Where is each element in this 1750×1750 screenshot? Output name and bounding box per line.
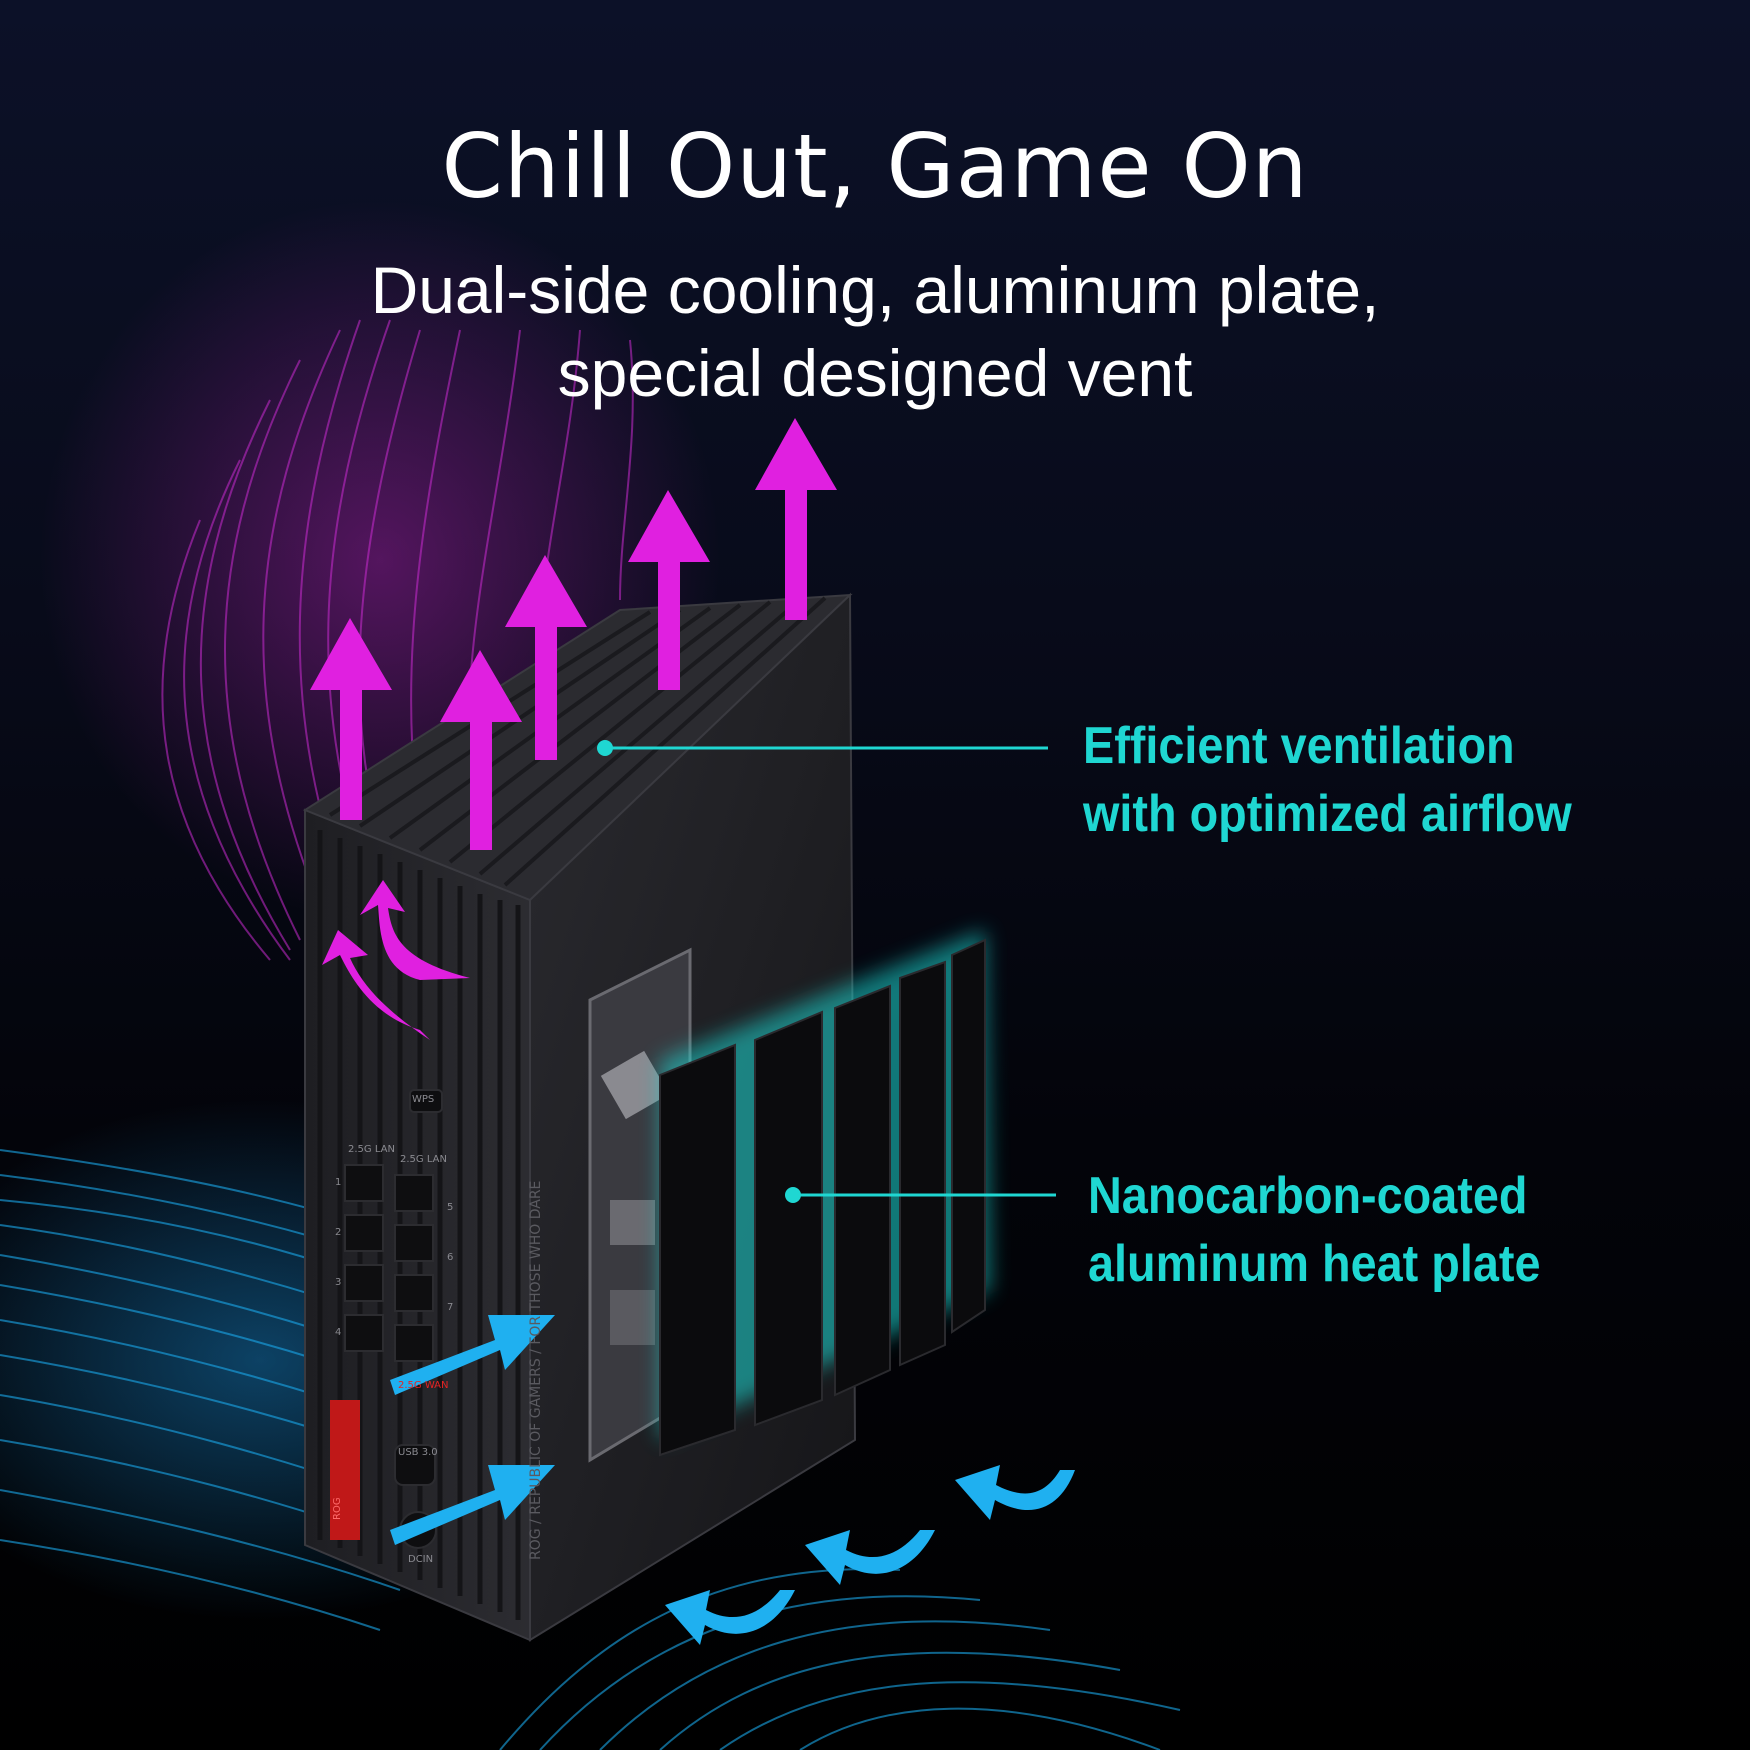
port-number-6: 6 [447,1252,453,1263]
usb-label: USB 3.0 [398,1447,438,1458]
wps-label: WPS [412,1094,434,1105]
subheadline-line-1: Dual-side cooling, aluminum plate, [370,253,1380,327]
callout-heat-plate-line-1: Nanocarbon-coated [1088,1167,1528,1225]
callout-ventilation-line-2: with optimized airflow [1083,785,1572,843]
callout-heat-plate: Nanocarbon-coated aluminum heat plate [1088,1162,1540,1298]
hot-air-arrows [310,418,837,1040]
callout-leader-heat-plate [785,1187,1056,1203]
lan-label-b: 2.5G LAN [400,1154,447,1165]
heat-plate [659,930,990,1457]
rog-red-strip [330,1400,360,1540]
callout-ventilation-line-1: Efficient ventilation [1083,717,1515,775]
callout-heat-plate-line-2: aluminum heat plate [1088,1235,1541,1293]
dcin-label: DCIN [408,1554,433,1565]
callout-ventilation: Efficient ventilation with optimized air… [1083,712,1572,848]
rog-logo-text: ROG [332,1497,343,1520]
cool-air-arrows [390,1315,1075,1645]
port-number-2: 2 [335,1227,341,1238]
side-slogan: ROG / REPUBLIC OF GAMERS / FOR THOSE WHO… [528,1181,544,1560]
port-number-4: 4 [335,1327,341,1338]
port-number-1: 1 [335,1177,341,1188]
cool-air-streaks [0,1149,1181,1750]
router-chassis [302,592,990,1642]
wan-label: 2.5G WAN [398,1380,449,1391]
subheadline-line-2: special designed vent [557,336,1193,410]
port-number-3: 3 [335,1277,341,1288]
port-number-7: 7 [447,1302,453,1313]
port-number-5: 5 [447,1202,453,1213]
headline: Chill Out, Game On [441,115,1309,218]
callout-leader-ventilation [597,740,1048,756]
lan-label-a: 2.5G LAN [348,1144,395,1155]
